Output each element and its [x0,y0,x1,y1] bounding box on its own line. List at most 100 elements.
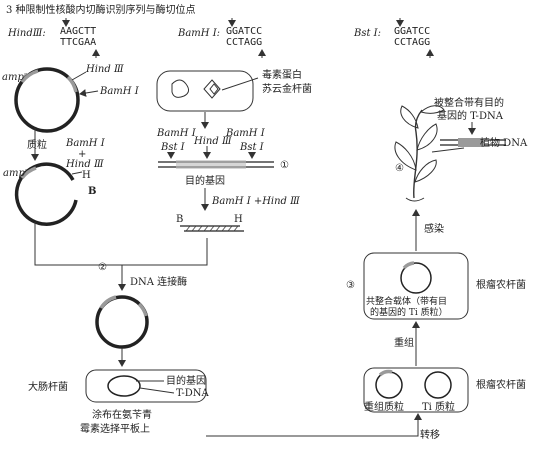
target-gene-bst-i-right: Bst Ⅰ [239,142,265,153]
hind-iii-top-strand: AAGCTT [60,26,96,37]
plant-dna-label: 植物 DNA [480,136,528,149]
bamh-i-name: BamH Ⅰ: [177,28,220,39]
infection-label: 感染 [424,222,444,235]
toxin-protein-inner-icon [209,83,219,95]
recombinant-plasmid-ring [95,295,149,349]
plasmid-site-segment [66,75,78,93]
cointegrate-vector-icon [400,262,432,294]
recombination-label: 重组 [394,336,414,349]
target-gene-bst-i-left: Bst Ⅰ [160,142,186,153]
cut-plasmid-amp-label: ampʳ [3,168,29,179]
ti-plasmid-label: Ti 质粒 [422,400,455,413]
recombinant-plasmid-gene-segment [137,302,148,317]
bt-bacterium-label: 苏云金杆菌 [262,82,312,95]
plasmid-ring [14,67,80,133]
recombinant-plasmid [95,295,149,349]
toxin-protein-icon [203,79,221,99]
gene-fragment-hatching [185,225,239,232]
ecoli-label: 大肠杆菌 [28,380,68,393]
bt-chromosome-icon [171,79,190,98]
plant-leaf-4 [419,105,445,114]
bst-i-bottom-strand: CCTAGG [394,37,430,48]
integrated-tdna-segment [458,138,484,147]
cointegrate-vector-segment [402,261,415,270]
gene-digest-enzymes: BamH Ⅰ +Hind Ⅲ [211,196,300,207]
transfer-label: 转移 [420,428,440,441]
transfer-arrow [206,413,422,437]
cut-plasmid-amp-segment [20,166,37,180]
plant-stem [412,109,423,199]
plasmid-digest-plus: + [78,149,86,160]
bamh-i-top-strand: GGATCC [226,26,262,37]
transgenic-plant: ④ [394,105,445,202]
step-2-marker: ② [98,262,107,273]
cointegrate-vector-line-2: 的基因的 Ti 质粒） [370,306,448,318]
bamh-i-bottom-strand: CCTAGG [226,37,262,48]
step-1-marker: ① [280,160,289,171]
integrated-tdna-line-1: 被整合带有目的 [434,96,504,109]
toxin-protein-pointer [221,77,259,91]
target-gene-label: 目的基因 [185,174,225,187]
plant-dna-insert: 被整合带有目的 基因的 T-DNA 植物 DNA [431,96,528,153]
target-gene-bamh-i-left: BamH Ⅰ [156,128,197,139]
agrobacterium-top: ③ 共整合载体（带有目 的基因的 Ti 质粒） 根瘤农杆菌 [346,252,526,320]
dna-ligase-label: DNA 连接酶 [130,275,187,288]
merge-connector [34,222,208,266]
recombinant-plasmid-in-agro-segment [378,369,393,377]
recombinant-plasmid-label: 重组质粒 [364,400,404,413]
ecoli-tdna-label: T-DNA [176,388,210,399]
plasmid-hind-iii-pointer [71,71,87,81]
cut-plasmid-ring [14,162,78,226]
gene-fragment-b-end: B [176,214,183,225]
plasmid-digest-enzyme-1: BamH Ⅰ [65,138,106,149]
figure-title: 3 种限制性核酸内切酶识别序列与酶切位点 [6,3,196,16]
agrobacterium-bottom-label: 根瘤农杆菌 [476,378,526,391]
bst-i-name: Bst Ⅰ: [353,28,381,39]
ecoli-plasmid [107,375,141,397]
target-gene-hind-iii: Hind Ⅲ [193,136,232,147]
agrobacterium-bottom: 重组质粒 Ti 质粒 根瘤农杆菌 [363,367,526,413]
bamh-i-sequence: BamH Ⅰ: GGATCC CCTAGG [177,18,266,58]
plant-cell-pointer [431,147,465,153]
cut-plasmid-h-pointer [71,171,83,175]
integrated-tdna-line-2: 基因的 T-DNA [437,109,504,122]
ecoli-target-gene-label: 目的基因 [166,374,206,387]
step-4-marker: ④ [395,163,404,174]
hind-iii-name: HindⅢ: [7,28,46,39]
agrobacterium-top-cell [363,252,469,320]
plant-leaf-1 [394,141,417,171]
plate-instruction-line-2: 霉素选择平板上 [80,422,150,435]
bt-bacterium-cell [156,70,254,112]
plant-roots [405,197,425,202]
recombinant-plasmid-amp-segment [99,295,117,310]
ecoli: 大肠杆菌 目的基因 T-DNA 涂布在氨苄青 霉素选择平板上 [28,369,210,435]
target-gene-bamh-i-right: BamH Ⅰ [225,128,266,139]
ecoli-tdna-pointer [139,387,175,394]
plasmid-hind-iii-label: Hind Ⅲ [85,64,124,75]
plasmid-digest-enzymes: BamH Ⅰ + Hind Ⅲ [65,138,106,170]
plant-leaf-3 [400,105,419,129]
bst-i-sequence: Bst Ⅰ: GGATCC CCTAGG [353,18,434,58]
plant-leaf-2 [416,123,438,151]
bst-i-top-strand: GGATCC [394,26,430,37]
hind-iii-bottom-strand: TTCGAA [60,37,96,48]
toxin-protein-label: 毒素蛋白 [262,68,302,81]
bt-bacterium: 毒素蛋白 苏云金杆菌 [156,68,312,112]
amp-resistance-gene-segment [20,69,39,84]
hind-iii-sequence: HindⅢ: AAGCTT TTCGAA [7,18,100,58]
agrobacterium-bottom-cell [363,367,469,413]
cut-plasmid-b-end: B [88,186,96,197]
cut-plasmid: ampʳ H B [3,162,96,226]
target-gene-region [176,160,246,169]
gene-fragment: B H [176,214,244,232]
agrobacterium-top-label: 根瘤农杆菌 [476,278,526,291]
gene-fragment-h-end: H [234,214,243,225]
plant-leaf-5 [414,159,437,183]
step-3-marker: ③ [346,280,355,291]
plasmid-bamh-i-pointer [79,89,99,97]
plasmid-digest-enzyme-2: Hind Ⅲ [65,159,104,170]
plasmid: ampʳ Hind Ⅲ BamH Ⅰ 质粒 [2,64,140,151]
plate-instruction-line-1: 涂布在氨苄青 [92,408,152,421]
